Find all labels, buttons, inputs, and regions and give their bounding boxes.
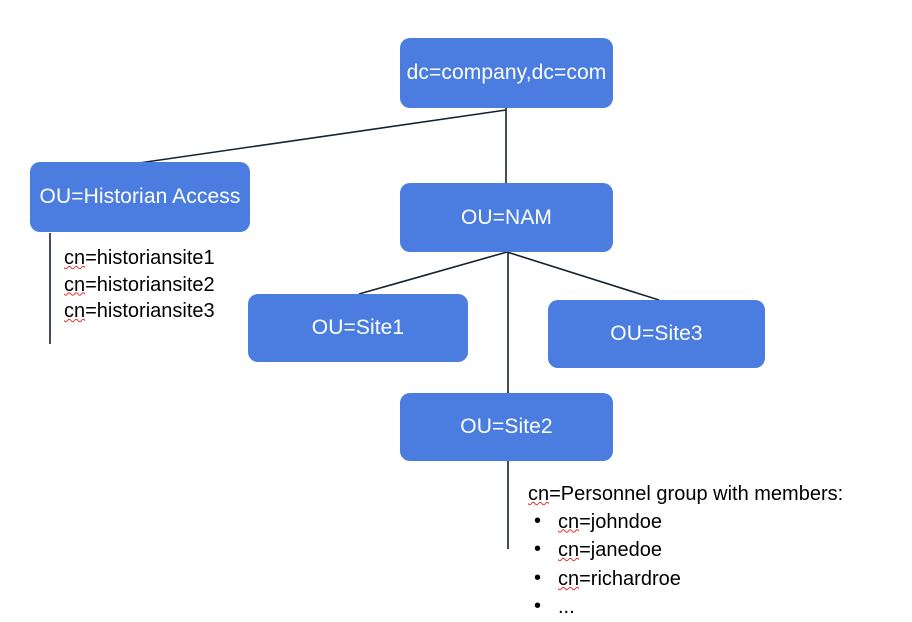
node-historian-access-label: OU=Historian Access bbox=[39, 185, 241, 209]
cn-token: cn bbox=[64, 273, 86, 296]
list-item: ... bbox=[528, 592, 843, 622]
list-item: cn=janedoe bbox=[528, 535, 843, 565]
node-site3[interactable]: OU=Site3 bbox=[548, 300, 765, 368]
cn-value: =historiansite2 bbox=[85, 273, 215, 296]
cn-token: cn bbox=[528, 483, 550, 505]
node-historian-access[interactable]: OU=Historian Access bbox=[30, 162, 250, 232]
node-nam[interactable]: OU=NAM bbox=[400, 183, 613, 252]
node-nam-label: OU=NAM bbox=[460, 205, 553, 229]
cn-value: ... bbox=[558, 596, 575, 619]
list-item: cn=richardroe bbox=[528, 564, 843, 594]
node-site2-label: OU=Site2 bbox=[460, 415, 553, 439]
historian-annotation-line: cn=historiansite3 bbox=[64, 298, 215, 325]
list-item: cn=johndoe bbox=[528, 507, 843, 537]
site2-annotation-heading: cn=Personnel group with members: bbox=[528, 481, 843, 508]
cn-value: =historiansite3 bbox=[85, 300, 215, 323]
edge-nam-to-site3 bbox=[506, 251, 660, 301]
historian-annotation-line: cn=historiansite1 bbox=[64, 245, 215, 272]
node-root[interactable]: dc=company,dc=com bbox=[400, 38, 613, 108]
cn-value: =janedoe bbox=[579, 539, 662, 562]
historian-annotation-line: cn=historiansite2 bbox=[64, 272, 215, 299]
edge-nam-to-site1 bbox=[358, 251, 508, 295]
cn-token: cn bbox=[64, 247, 86, 269]
cn-token: cn bbox=[64, 300, 86, 323]
cn-value: =Personnel group with members: bbox=[549, 483, 844, 505]
node-site1[interactable]: OU=Site1 bbox=[248, 294, 468, 362]
cn-value: =johndoe bbox=[579, 510, 662, 533]
node-site1-label: OU=Site1 bbox=[311, 316, 405, 340]
site2-annotation: cn=Personnel group with members: cn=john… bbox=[528, 481, 843, 622]
edge-root-to-historian bbox=[138, 109, 507, 164]
cn-value: =richardroe bbox=[579, 567, 681, 590]
node-root-label: dc=company,dc=com bbox=[406, 61, 607, 85]
node-site2[interactable]: OU=Site2 bbox=[400, 393, 613, 461]
site2-member-list: cn=johndoe cn=janedoe cn=richardroe ... bbox=[528, 507, 843, 622]
cn-token: cn bbox=[558, 510, 580, 533]
node-site3-label: OU=Site3 bbox=[610, 322, 703, 346]
historian-annotation: cn=historiansite1 cn=historiansite2 cn=h… bbox=[64, 245, 215, 325]
cn-token: cn bbox=[558, 567, 580, 590]
cn-token: cn bbox=[558, 539, 580, 562]
cn-value: =historiansite1 bbox=[85, 247, 215, 269]
